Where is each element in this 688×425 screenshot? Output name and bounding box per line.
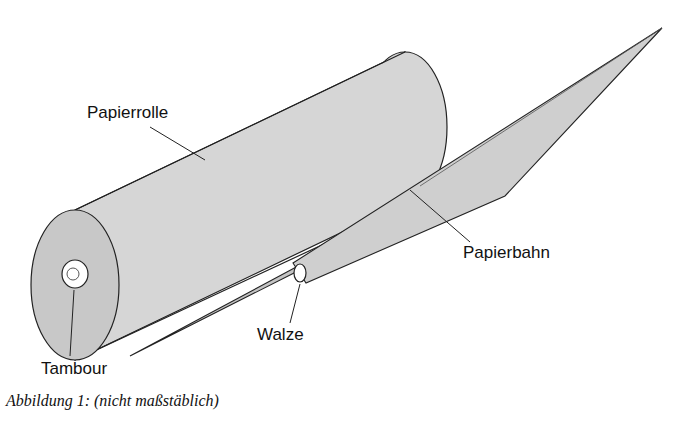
roll-left-end [31,210,119,360]
part-label: Papierrolle [86,104,169,123]
figure-caption: Abbildung 1: (nicht maßstäblich) [6,392,219,410]
paper-web-fold [420,28,662,186]
part-label: Walze [256,326,305,345]
part-label: Papierbahn [462,244,551,263]
walze-roller [294,264,306,282]
roll-top-edge [75,52,405,210]
roll-body-fill [75,53,404,359]
leader-line [410,190,470,242]
paper-web-upper [293,28,662,283]
leader-line [70,290,74,356]
part-label: Tambour [40,360,108,379]
tambour-core-inner [67,268,79,280]
leader-line [290,284,300,323]
leader-line [150,127,205,160]
roll-body [75,52,405,360]
tambour-core [62,260,88,288]
